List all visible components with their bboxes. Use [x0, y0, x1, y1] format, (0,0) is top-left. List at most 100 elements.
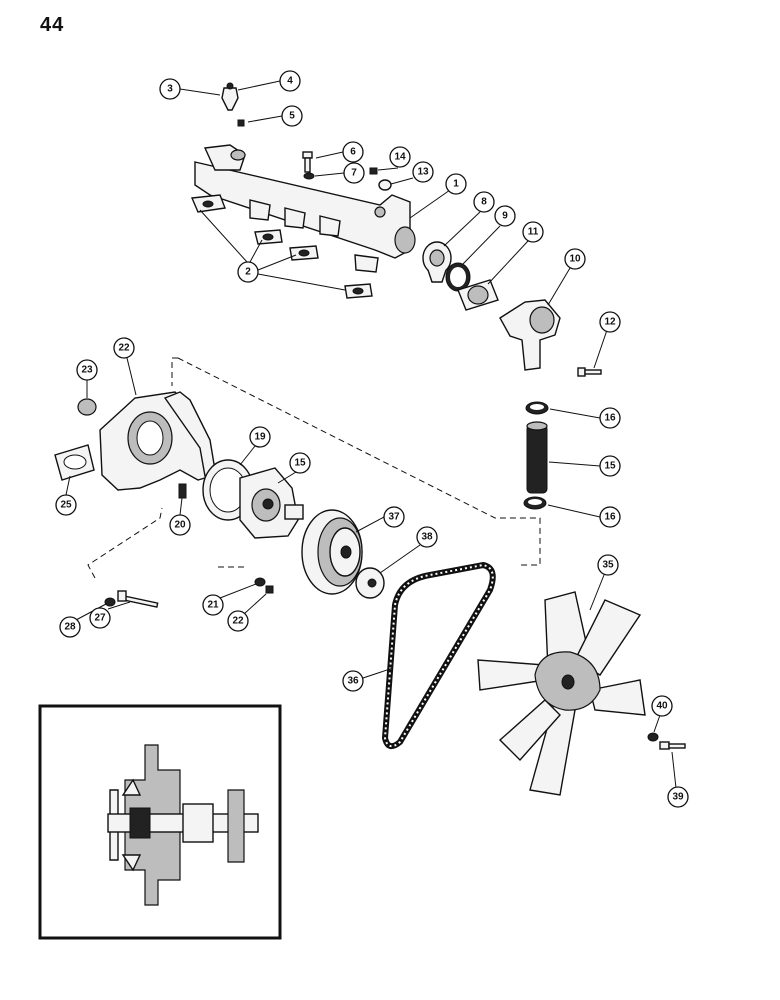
pump-pulley — [301, 509, 363, 595]
assembly-line-pump-to-hose — [171, 357, 541, 566]
bypass-hose — [526, 421, 548, 494]
expansion-plug — [77, 398, 97, 416]
callout-1: 1 — [409, 173, 467, 219]
temperature-sender — [221, 82, 239, 111]
svg-text:36: 36 — [347, 676, 359, 687]
callout-27: 25 — [55, 475, 77, 516]
svg-text:20: 20 — [174, 520, 186, 531]
housing-gasket — [54, 444, 95, 481]
svg-text:10: 10 — [569, 254, 581, 265]
manifold-bolt — [302, 151, 313, 173]
outlet-bolt — [577, 367, 602, 377]
callout-9: 9 — [461, 205, 516, 266]
pump-lock-washer — [254, 577, 266, 587]
svg-text:15: 15 — [294, 458, 306, 469]
callout-4: 4 — [237, 70, 301, 92]
thermostat-gasket — [457, 279, 499, 311]
pump-housing — [99, 391, 216, 491]
callout-26: 23 — [76, 359, 98, 398]
fan-lock-washer — [647, 732, 659, 742]
lock-washer — [303, 172, 315, 180]
svg-text:7: 7 — [351, 168, 357, 179]
hose-clamp-lower — [523, 496, 547, 510]
callout-3: 3 — [159, 78, 221, 100]
callout-16-lower: 16 — [547, 504, 621, 528]
callout-40: 40 — [651, 695, 673, 733]
nut — [369, 167, 378, 175]
svg-text:3: 3 — [167, 84, 173, 95]
callout-15: 15 — [548, 455, 621, 477]
flat-washer — [378, 179, 392, 191]
callout-20: 19 — [239, 426, 271, 466]
inset-cross-section — [38, 704, 282, 940]
svg-text:9: 9 — [502, 211, 508, 222]
svg-text:16: 16 — [604, 413, 616, 424]
svg-text:39: 39 — [672, 792, 684, 803]
stud — [178, 483, 187, 499]
svg-text:2: 2 — [245, 267, 251, 278]
svg-text:25: 25 — [60, 500, 72, 511]
svg-text:8: 8 — [481, 197, 487, 208]
svg-text:38: 38 — [421, 532, 433, 543]
callout-10: 10 — [547, 248, 586, 306]
fan-spacer — [355, 567, 385, 599]
housing-bolt — [117, 590, 159, 608]
svg-text:15: 15 — [604, 461, 616, 472]
callout-13: 13 — [390, 161, 434, 185]
svg-text:21: 21 — [207, 600, 219, 611]
svg-text:6: 6 — [350, 147, 356, 158]
callout-25: 22 — [113, 337, 137, 396]
callout-14: 14 — [377, 146, 411, 171]
thermostat — [422, 241, 452, 283]
svg-text:12: 12 — [604, 317, 616, 328]
water-pump — [239, 467, 304, 539]
svg-text:22: 22 — [232, 616, 244, 627]
callout-8: 8 — [443, 191, 495, 247]
pipe-plug — [237, 119, 245, 127]
callout-36: 36 — [342, 667, 394, 692]
svg-text:23: 23 — [81, 365, 93, 376]
fan — [477, 591, 646, 796]
svg-text:11: 11 — [528, 227, 539, 238]
callout-28: 27 — [89, 601, 131, 629]
callout-29: 28 — [59, 603, 107, 638]
assembly-line-bolt — [87, 507, 163, 579]
callout-22: 21 — [202, 583, 257, 616]
manifold-gasket — [190, 194, 373, 299]
callout-23: 22 — [227, 593, 267, 632]
callout-5: 5 — [247, 105, 303, 127]
svg-text:22: 22 — [118, 343, 130, 354]
water-outlet-elbow — [499, 299, 561, 371]
svg-text:28: 28 — [64, 622, 76, 633]
callout-35: 35 — [589, 554, 619, 611]
fan-belt — [381, 561, 496, 750]
fan-bolt — [659, 741, 686, 750]
callout-6: 6 — [315, 141, 364, 163]
callout-19: 15 — [277, 452, 311, 484]
callout-7: 7 — [314, 162, 365, 184]
page-number: 44 — [40, 14, 65, 36]
callout-37: 37 — [355, 506, 405, 533]
pump-nut — [265, 585, 274, 594]
svg-text:1: 1 — [453, 179, 459, 190]
water-manifold — [194, 144, 416, 273]
housing-lock-washer — [104, 597, 116, 607]
hose-clamp-upper — [525, 401, 549, 415]
callout-16-upper: 16 — [549, 407, 621, 429]
callout-21: 20 — [169, 497, 191, 536]
svg-text:16: 16 — [604, 512, 616, 523]
callout-12: 12 — [593, 311, 621, 369]
svg-text:27: 27 — [94, 613, 106, 624]
callout-38: 38 — [379, 526, 438, 574]
callout-11: 11 — [487, 221, 544, 285]
svg-text:37: 37 — [388, 512, 400, 523]
svg-text:14: 14 — [394, 152, 406, 163]
svg-text:40: 40 — [656, 701, 668, 712]
callout-39: 39 — [667, 751, 689, 808]
svg-text:35: 35 — [602, 560, 614, 571]
svg-text:19: 19 — [254, 432, 266, 443]
svg-text:4: 4 — [287, 76, 293, 87]
svg-text:5: 5 — [289, 111, 295, 122]
svg-text:13: 13 — [417, 167, 429, 178]
